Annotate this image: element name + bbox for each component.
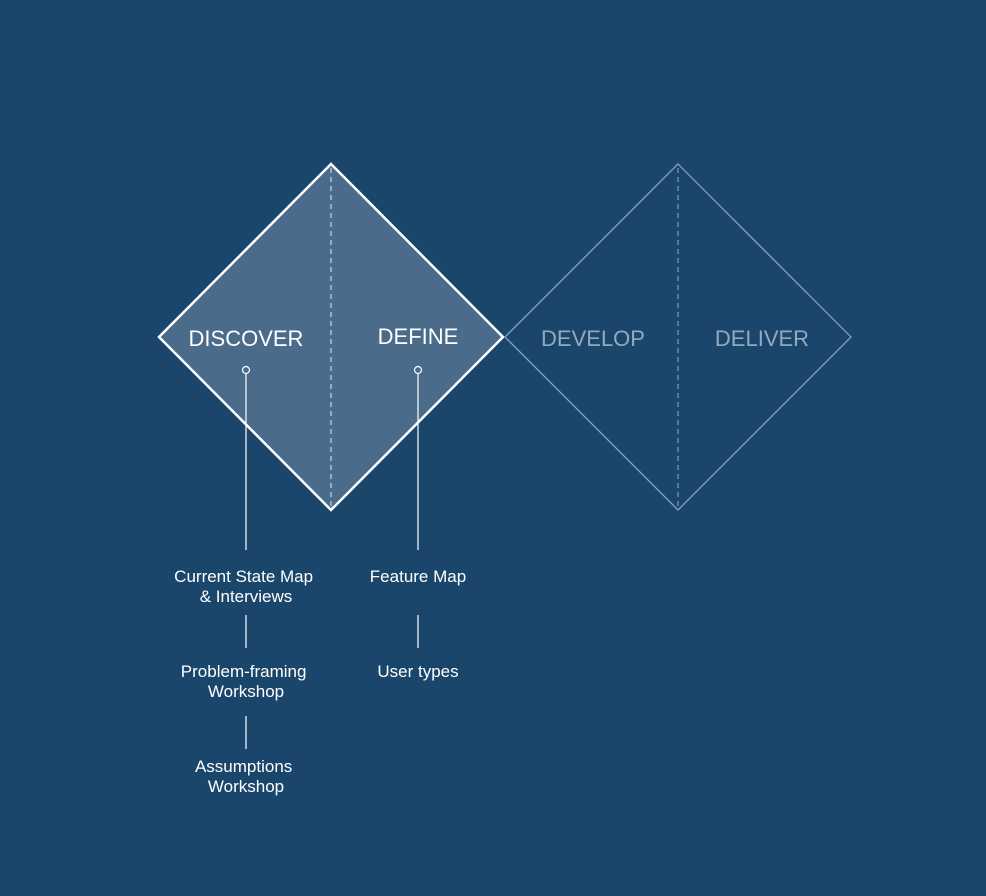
- discover-connector-dot: [241, 365, 251, 375]
- define-item-feature-map: Feature Map: [370, 567, 466, 586]
- discover-item-problem-framing: Problem-framing Workshop: [181, 662, 311, 701]
- phase-label-develop: DEVELOP: [541, 326, 645, 351]
- phase-label-define: DEFINE: [378, 324, 459, 349]
- active-diamond: [157, 162, 505, 512]
- discover-item-current-state-map: Current State Map & Interviews: [174, 567, 318, 606]
- define-connector-dot: [413, 365, 423, 375]
- define-item-user-types: User types: [377, 662, 458, 681]
- phase-label-deliver: DELIVER: [715, 326, 809, 351]
- inactive-diamond: [504, 163, 852, 511]
- phase-label-discover: DISCOVER: [189, 326, 304, 351]
- discover-item-assumptions: Assumptions Workshop: [195, 757, 297, 796]
